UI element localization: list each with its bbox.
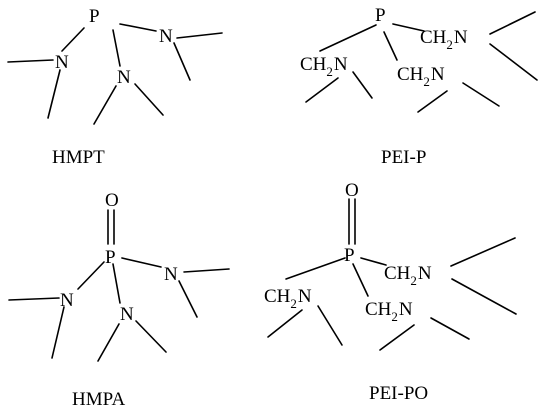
caption-pei-po: PEI-PO xyxy=(369,383,428,404)
caption-hmpa: HMPA xyxy=(72,389,125,410)
n-label: N xyxy=(298,286,312,307)
bond-p-n-bottom xyxy=(112,29,121,67)
group-ch2n-left: CH2N xyxy=(264,286,312,311)
bond-n-bottom-methyl-a xyxy=(462,82,500,107)
bond-p-ch2-right xyxy=(360,257,387,266)
bond-n-right-methyl-b xyxy=(178,280,198,318)
bond-n-left-methyl-a xyxy=(352,71,373,99)
n-label: N xyxy=(431,64,445,85)
bond-p-ch2-left xyxy=(319,24,377,52)
bond-n-bottom-methyl-a xyxy=(430,317,470,340)
group-ch2n-right: CH2N xyxy=(384,263,432,288)
bond-n-bottom-methyl-a xyxy=(93,85,117,125)
n-label: N xyxy=(418,263,432,284)
molecule-pei-p: P CH2N CH2N CH2N PEI-P xyxy=(300,5,538,168)
ch-label: CH xyxy=(300,54,327,75)
bond-n-right-methyl-a xyxy=(176,32,223,39)
caption-hmpt: HMPT xyxy=(52,147,105,168)
bond-n-right-methyl-b xyxy=(173,42,191,81)
bond-n-right-methyl-b xyxy=(489,43,538,81)
ch-label: CH xyxy=(397,64,424,85)
bond-n-bottom-methyl-b xyxy=(379,324,415,351)
ch-label: CH xyxy=(384,263,411,284)
molecule-hmpt: P N N N HMPT xyxy=(7,6,223,168)
bond-n-bottom-methyl-b xyxy=(135,320,167,353)
n-label: N xyxy=(334,54,348,75)
subscript-2: 2 xyxy=(410,273,417,288)
n-label: N xyxy=(399,299,413,320)
bond-p-ch2-right xyxy=(392,23,425,32)
bond-n-right-methyl-a xyxy=(183,268,230,273)
bond-n-left-methyl-b xyxy=(47,69,61,119)
group-ch2n-right: CH2N xyxy=(420,27,468,52)
subscript-2: 2 xyxy=(391,309,398,324)
bond-p-ch2-bottom xyxy=(352,263,369,297)
caption-pei-p: PEI-P xyxy=(381,147,426,168)
bond-n-bottom-methyl-b xyxy=(417,90,448,113)
atom-n-left: N xyxy=(60,290,74,311)
subscript-2: 2 xyxy=(446,37,453,52)
bond-n-bottom-methyl-a xyxy=(97,323,120,362)
bond-p-ch2-bottom xyxy=(383,31,398,61)
atom-n-left: N xyxy=(55,52,69,73)
subscript-2: 2 xyxy=(423,74,430,89)
molecule-hmpa: O P N N N HMPA xyxy=(8,190,230,410)
bond-p-n-bottom xyxy=(112,263,121,304)
ch-label: CH xyxy=(264,286,291,307)
subscript-2: 2 xyxy=(290,296,297,311)
molecule-pei-po: O P CH2N CH2N CH2N PEI-PO xyxy=(264,180,517,404)
bond-n-left-methyl-b xyxy=(267,309,303,338)
atom-n-bottom: N xyxy=(120,304,134,325)
bond-n-right-methyl-a xyxy=(450,237,516,267)
bond-p-n-left xyxy=(77,261,105,290)
atom-n-right: N xyxy=(164,264,178,285)
atom-n-right: N xyxy=(159,26,173,47)
bond-p-ch2-left xyxy=(285,257,346,280)
bond-n-left-methyl-a xyxy=(317,305,343,346)
bond-n-left-methyl-b xyxy=(51,306,65,359)
bond-n-left-methyl-a xyxy=(7,59,54,63)
bond-n-bottom-methyl-b xyxy=(134,83,164,116)
group-ch2n-bottom: CH2N xyxy=(365,299,413,324)
bond-n-right-methyl-b xyxy=(451,278,517,315)
subscript-2: 2 xyxy=(326,64,333,79)
group-ch2n-left: CH2N xyxy=(300,54,348,79)
atom-o: O xyxy=(345,180,359,201)
bond-p-n-right xyxy=(121,257,162,268)
atom-p: P xyxy=(375,5,386,26)
atom-n-bottom: N xyxy=(117,67,131,88)
bond-p-n-left xyxy=(61,27,85,52)
atom-p: P xyxy=(89,6,100,27)
group-ch2n-bottom: CH2N xyxy=(397,64,445,89)
bond-n-right-methyl-a xyxy=(489,11,536,35)
atom-p: P xyxy=(105,247,116,268)
ch-label: CH xyxy=(365,299,392,320)
ch-label: CH xyxy=(420,27,447,48)
n-label: N xyxy=(454,27,468,48)
bond-n-left-methyl-a xyxy=(8,297,60,301)
atom-p: P xyxy=(344,245,355,266)
atom-o: O xyxy=(105,190,119,211)
bond-n-left-methyl-b xyxy=(305,77,339,103)
bond-p-n-right xyxy=(119,23,157,32)
